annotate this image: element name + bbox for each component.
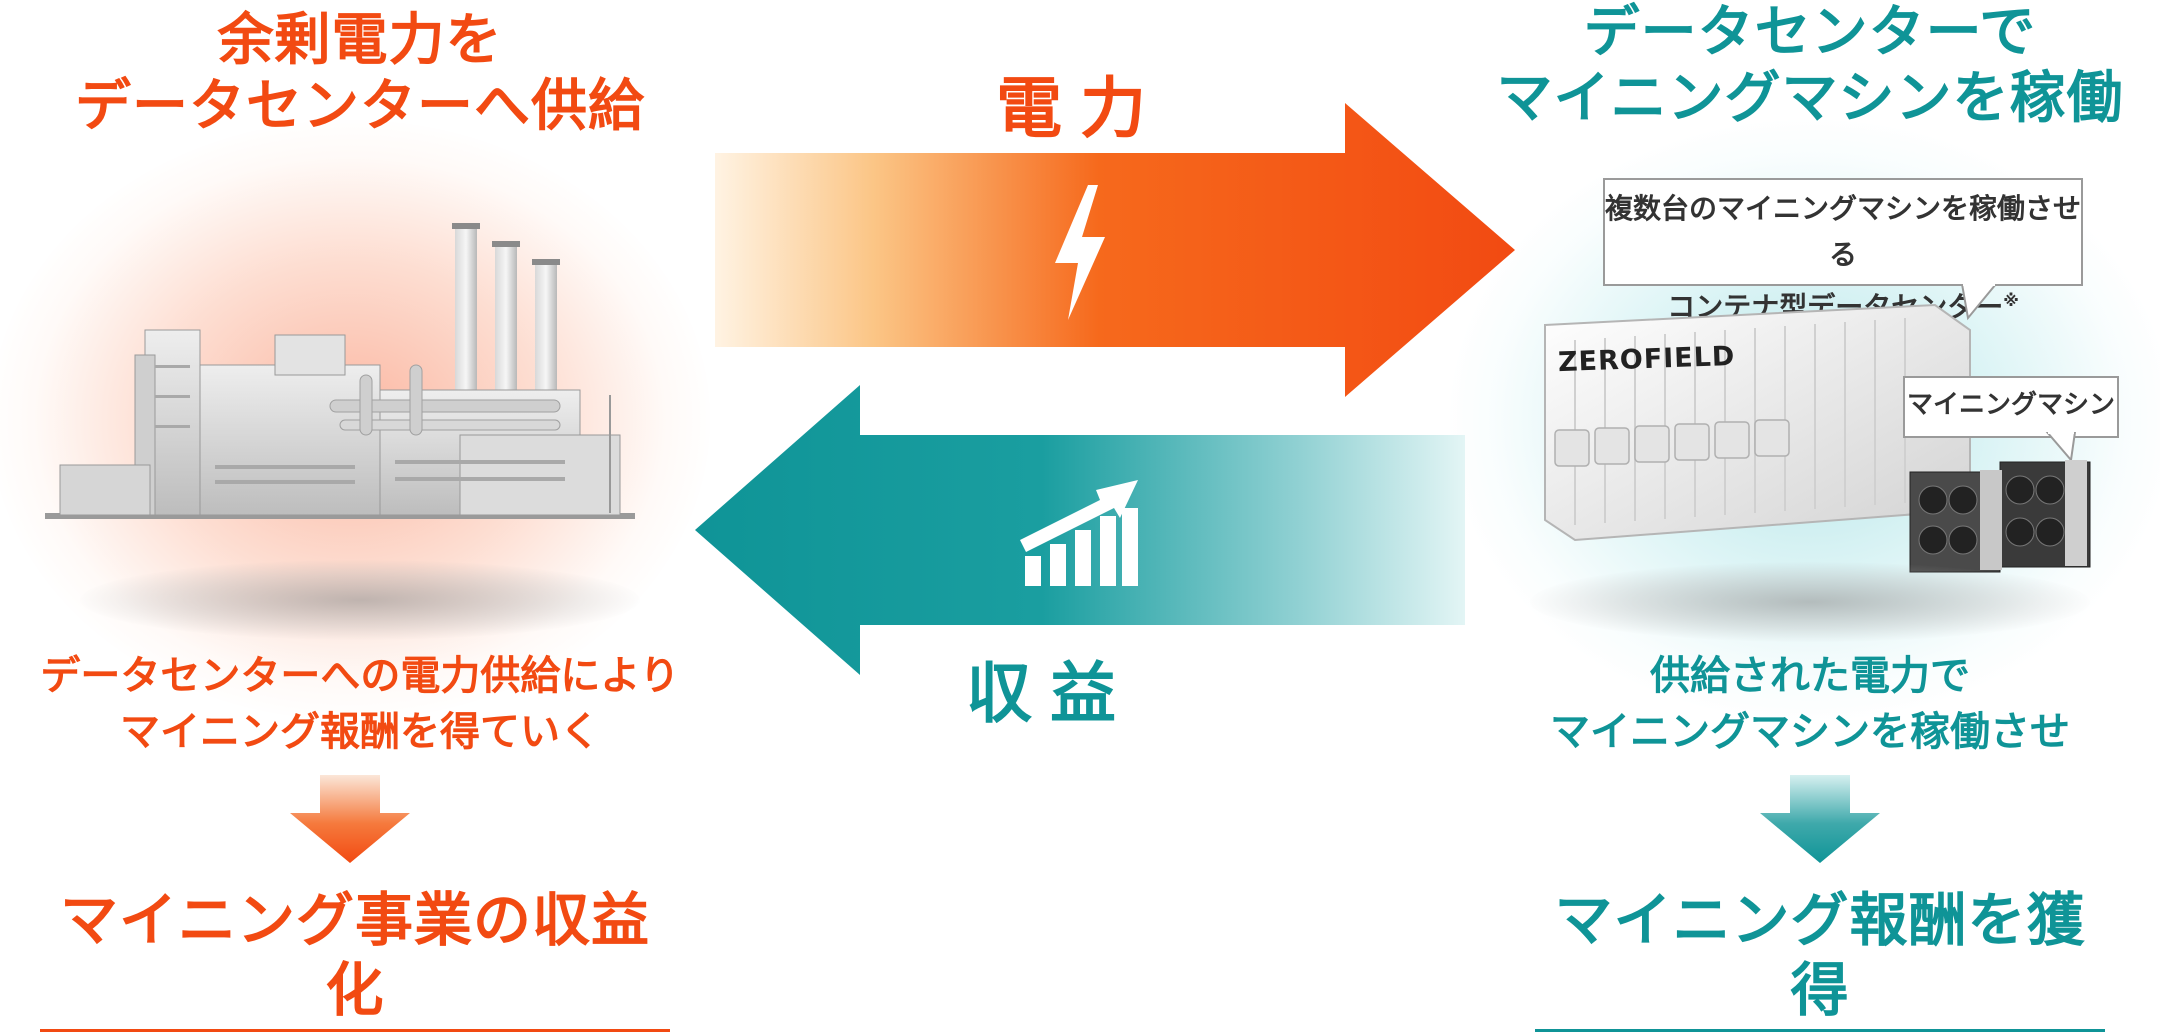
right-heading: データセンターで マイニングマシンを稼働	[1470, 0, 2150, 132]
right-result: マイニング報酬を獲得	[1535, 885, 2105, 1032]
right-heading-line2: マイニングマシンを稼働	[1496, 66, 2124, 131]
machine-callout-pointer	[2045, 432, 2077, 462]
mining-machine-illustration	[1909, 460, 2091, 573]
left-base-shadow	[80, 560, 640, 640]
container-callout: 複数台のマイニングマシンを稼働させる コンテナ型データセンター※	[1603, 178, 2083, 323]
left-heading-line2: データセンターへ供給	[75, 74, 645, 139]
callout-mark: ※	[2003, 291, 2019, 310]
right-heading-line1: データセンターで	[1583, 0, 2037, 65]
callout-pointer	[1960, 284, 1998, 321]
left-heading-line1: 余剰電力を	[217, 8, 503, 73]
power-plant-illustration	[45, 223, 635, 519]
left-down-arrow	[290, 775, 410, 863]
right-base-shadow	[1530, 562, 2090, 642]
left-result: マイニング事業の収益化	[40, 885, 670, 1032]
lightning-icon	[1055, 185, 1105, 320]
bottom-arrow-label: 収益	[966, 655, 1134, 732]
container-brand-label: ZEROFIELD	[1557, 340, 1736, 379]
left-desc-line1: データセンターへの電力供給により	[40, 653, 680, 699]
growth-chart-icon	[1020, 480, 1138, 586]
right-description: 供給された電力で マイニングマシンを稼働させ	[1460, 648, 2160, 760]
top-arrow-label: 電力	[996, 70, 1164, 147]
right-desc-line2: マイニングマシンを稼働させ	[1550, 709, 2070, 755]
callout-line1: 複数台のマイニングマシンを稼働させる	[1605, 192, 2082, 271]
left-heading: 余剰電力を データセンターへ供給	[40, 8, 680, 140]
right-down-arrow	[1760, 775, 1880, 863]
container-illustration	[1544, 303, 1971, 542]
left-description: データセンターへの電力供給により マイニング報酬を得ていく	[0, 648, 720, 760]
left-desc-line2: マイニング報酬を得ていく	[120, 709, 600, 755]
right-desc-line1: 供給された電力で	[1650, 653, 1970, 699]
machine-callout: マイニングマシン	[1903, 376, 2119, 438]
power-arrow	[715, 103, 1515, 397]
